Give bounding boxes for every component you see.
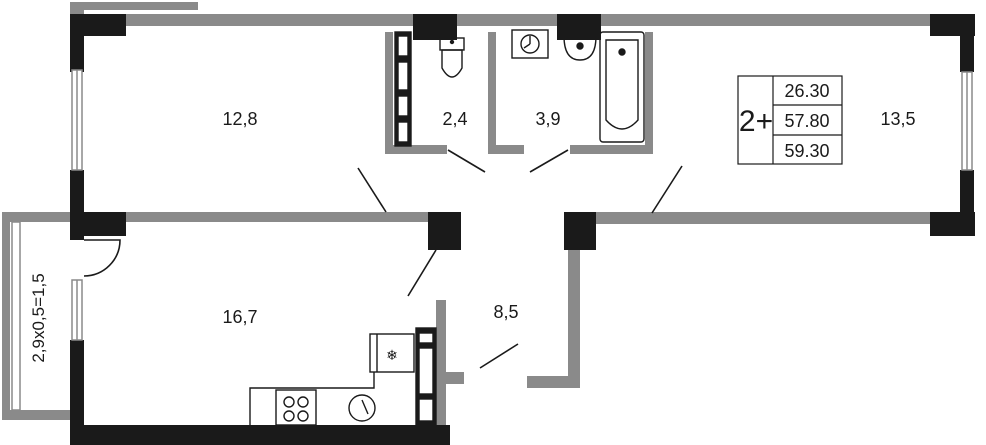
- kitchen-area: 16,7: [222, 307, 257, 327]
- left-room-bottom-wall: [84, 212, 434, 222]
- right-room-bottom-wall: [592, 212, 962, 224]
- column-left-mid-h: [70, 212, 126, 236]
- kitchen-partition: [436, 300, 446, 430]
- door-right-room: [651, 165, 683, 214]
- door-toilet: [447, 149, 486, 173]
- column-top-right-v: [960, 14, 974, 72]
- column-center-right: [564, 212, 596, 250]
- sink-icon: [563, 35, 597, 61]
- room-large-left-area: 12,8: [222, 109, 257, 129]
- balcony-left-wall: [2, 212, 10, 417]
- column-center-left: [428, 212, 461, 250]
- bottom-dark-wall: [70, 425, 450, 445]
- doors: [83, 149, 683, 369]
- windows: [11, 69, 973, 411]
- door-left-room: [357, 167, 387, 213]
- top-left-stub: [70, 2, 198, 10]
- toilet-bowl-icon: [441, 49, 463, 78]
- door-kitchen: [407, 249, 437, 297]
- kitchen-fixtures: ❄: [249, 327, 437, 427]
- balcony-glazing: [11, 221, 21, 411]
- column-top-left-v: [70, 14, 84, 72]
- kitchen-partition-stub: [436, 372, 464, 384]
- column-top-mid-1: [413, 14, 457, 40]
- hall-area: 8,5: [493, 302, 518, 322]
- balcony-top-wall: [2, 212, 74, 222]
- columns: [70, 14, 975, 445]
- toilet-bottom-left: [385, 145, 447, 154]
- hall-bottom-stub: [527, 376, 580, 388]
- bath-fixtures: [511, 29, 645, 143]
- bathroom-area: 3,9: [535, 109, 560, 129]
- balcony-label: 2,9x0,5=1,5: [29, 273, 48, 362]
- rooms-count: 2+: [739, 105, 773, 138]
- column-right-bottom-v: [960, 170, 974, 236]
- total-area-with-balcony: 59.30: [784, 141, 829, 161]
- column-bottom-left: [70, 340, 84, 445]
- kitchen-sink-icon: [348, 394, 376, 422]
- room-right-area: 13,5: [880, 109, 915, 129]
- toilet-area: 2,4: [442, 109, 467, 129]
- toilet-right-wall: [488, 32, 496, 154]
- bathtub-icon: [599, 31, 645, 143]
- living-area: 26.30: [784, 81, 829, 101]
- door-hall: [479, 343, 519, 369]
- washing-machine-icon: [511, 29, 549, 59]
- kitchen-counter: [249, 372, 375, 425]
- top-wall: [70, 14, 975, 26]
- bath-bottom-right: [570, 145, 652, 154]
- bath-bottom-left: [488, 145, 524, 154]
- door-bath: [529, 149, 569, 173]
- total-area: 57.80: [784, 111, 829, 131]
- balcony-bottom-wall: [2, 410, 74, 420]
- door-balcony: [83, 239, 121, 277]
- hall-right-wall: [568, 248, 580, 388]
- snowflake-icon: ❄: [386, 347, 398, 363]
- fridge-icon: [369, 333, 415, 373]
- summary-box: 2+ 26.30 57.80 59.30: [737, 75, 843, 165]
- stove-icon: [275, 389, 317, 426]
- toilet-left-wall: [385, 32, 393, 154]
- bath-right-wall: [645, 32, 653, 154]
- toilet-fixtures: [394, 31, 465, 147]
